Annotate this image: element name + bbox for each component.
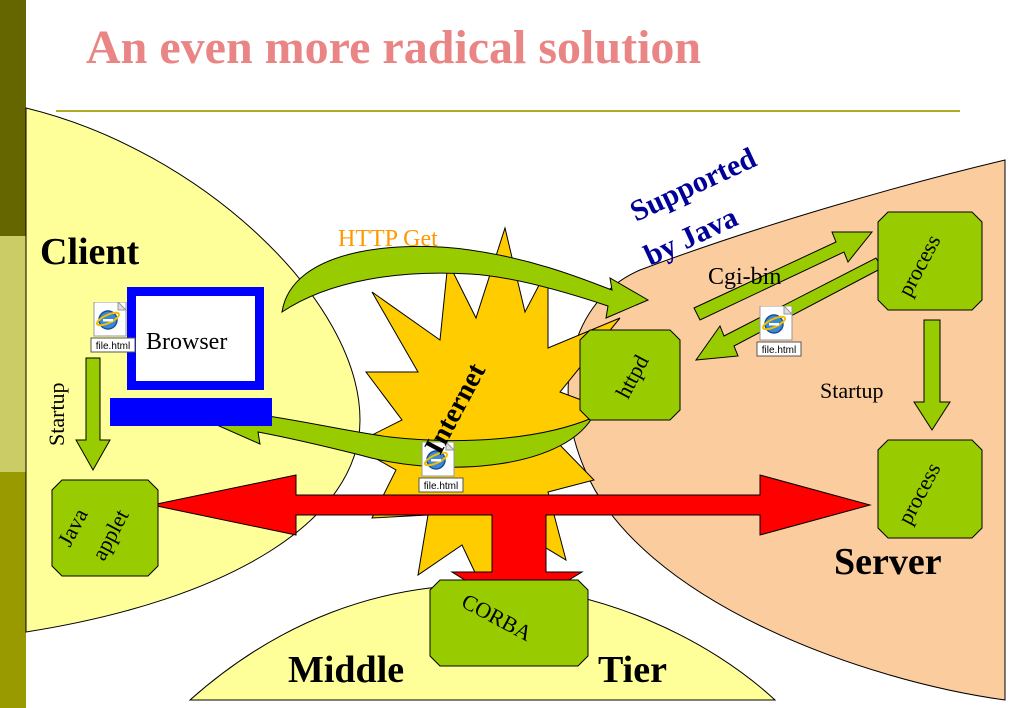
httpd-node — [579, 329, 681, 421]
http-get-arrow — [281, 245, 650, 319]
client-label: Client — [40, 231, 140, 273]
monitor-icon — [110, 287, 272, 426]
server-startup-arrow — [913, 319, 951, 431]
file-html-label: file.html — [762, 345, 796, 356]
java-applet-node — [51, 479, 159, 577]
file-html-label: file.html — [96, 341, 130, 352]
title-rule — [56, 110, 960, 112]
supported-label-line1: Supported — [625, 141, 762, 228]
http-get-label: HTTP Get — [338, 226, 438, 252]
server-label: Server — [834, 541, 942, 583]
browser-label: Browser — [146, 329, 227, 355]
server-startup-label: Startup — [820, 378, 884, 403]
response-arrow — [208, 401, 594, 468]
cgi-bin-label: Cgi-bin — [708, 264, 781, 290]
file-html-icon: file.html — [90, 302, 136, 353]
file-html-icon: file.html — [756, 306, 802, 357]
corba-node — [429, 579, 589, 667]
slide-title: An even more radical solution — [86, 21, 702, 74]
tier-label: Tier — [598, 649, 667, 691]
sidebar-stripe-light — [0, 236, 26, 472]
process-bottom-node — [877, 439, 983, 539]
sidebar-stripe-olive — [0, 472, 26, 708]
process-top-node — [877, 211, 983, 311]
file-html-label: file.html — [424, 481, 458, 492]
cgi-arrow-up — [693, 231, 874, 321]
corba-double-arrow — [151, 474, 872, 613]
client-startup-label: Startup — [44, 382, 69, 446]
client-startup-arrow — [75, 357, 111, 472]
middle-label: Middle — [288, 649, 404, 691]
sidebar-stripe-dark — [0, 0, 26, 236]
file-html-icon: file.html — [418, 442, 464, 493]
